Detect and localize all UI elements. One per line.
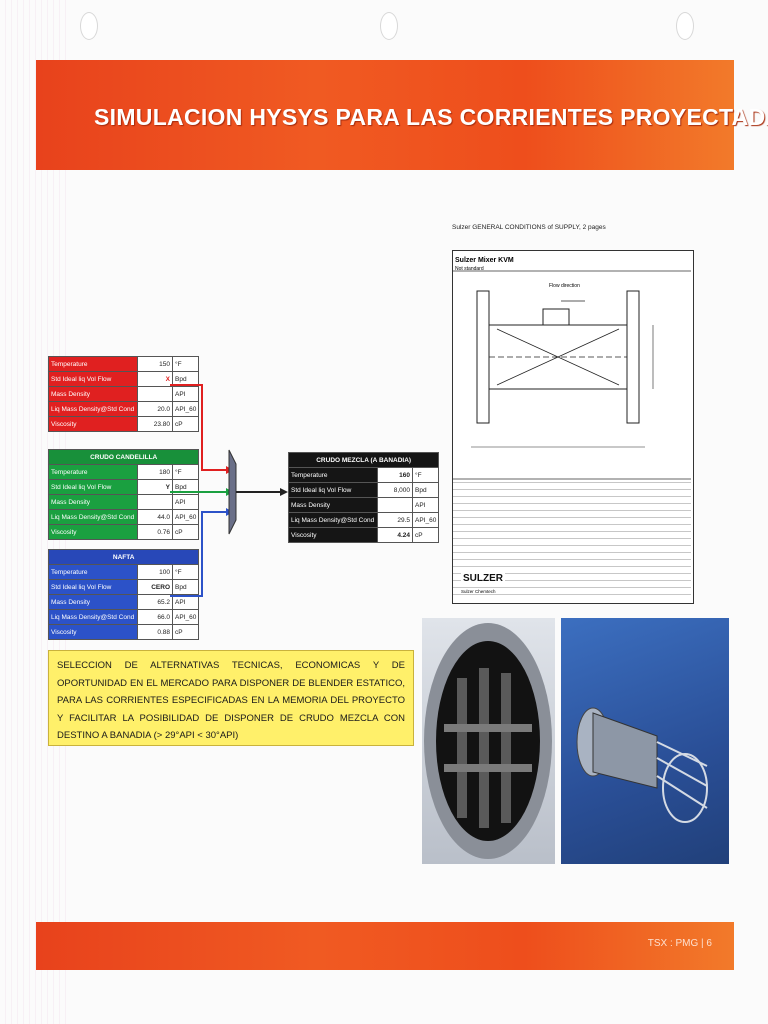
stream-value: 180	[137, 464, 173, 480]
binder-hole	[80, 12, 98, 40]
red-flow-line	[170, 384, 226, 471]
stream-label: Viscosity	[48, 524, 138, 540]
stream-unit: cP	[411, 527, 440, 543]
stream-value: 23.80	[137, 416, 173, 432]
stream-value: Y	[137, 479, 173, 495]
stream-label: Viscosity	[288, 527, 378, 543]
mixer-schematic	[453, 270, 691, 480]
stream-unit: Bpd	[411, 482, 440, 498]
mixer-element-illustration	[576, 707, 708, 823]
binder-hole	[380, 12, 398, 40]
stream-value: 0.88	[137, 624, 173, 640]
mixer-front-illustration	[424, 623, 552, 859]
stream-value: 150	[137, 356, 173, 372]
stream-unit: cP	[171, 524, 200, 540]
sulzer-subtitle: Sulzer Chemtech	[461, 589, 496, 594]
stream-value	[137, 494, 173, 510]
page-title: SIMULACION HYSYS PARA LAS CORRIENTES PRO…	[94, 104, 768, 130]
stream-unit: API_60	[171, 609, 200, 625]
stream-unit: API_60	[171, 401, 200, 417]
binder-hole	[676, 12, 694, 40]
stream-unit: API	[171, 494, 200, 510]
stream-unit: °F	[171, 464, 200, 480]
mixer-photo-front	[422, 618, 555, 864]
stream-value: 4.24	[377, 527, 413, 543]
stream-label: Liq Mass Density@Std Cond	[48, 401, 138, 417]
stream-header: CRUDO CANDELILLA	[47, 449, 200, 465]
stream-value: 44.0	[137, 509, 173, 525]
footer-banner: TSX : PMG | 6	[36, 922, 734, 970]
footer-page-label: TSX : PMG | 6	[647, 938, 712, 949]
mixer-photo-element	[561, 618, 729, 864]
stream-unit: API_60	[171, 509, 200, 525]
sulzer-logo: SULZER	[461, 573, 505, 584]
flow-direction-label: Flow direction	[549, 283, 580, 289]
stream-unit: cP	[171, 416, 200, 432]
stream-label: Viscosity	[48, 624, 138, 640]
stream-value: 0.76	[137, 524, 173, 540]
stream-label: Std Ideal liq Vol Flow	[288, 482, 378, 498]
stream-unit: API_60	[411, 512, 440, 528]
stream-value	[137, 386, 173, 402]
mix-arrow-head	[280, 488, 288, 496]
stream-row: Mass Density API	[48, 494, 200, 510]
drawing-title: Sulzer Mixer KVM	[455, 257, 514, 264]
mixer-symbol	[228, 449, 237, 535]
stream-value: 100	[137, 564, 173, 580]
stream-unit: Bpd	[171, 371, 200, 387]
blue-flow-line	[170, 511, 226, 597]
title-banner: SIMULACION HYSYS PARA LAS CORRIENTES PRO…	[36, 60, 768, 170]
stream-label: Mass Density	[48, 594, 138, 610]
stream-value: 29.5	[377, 512, 413, 528]
stream-unit: cP	[171, 624, 200, 640]
drawing-caption: Sulzer GENERAL CONDITIONS of SUPPLY, 2 p…	[452, 224, 606, 231]
stream-label: Viscosity	[48, 416, 138, 432]
stream-value: X	[137, 371, 173, 387]
selection-note: SELECCION DE ALTERNATIVAS TECNICAS, ECON…	[48, 650, 414, 746]
drawing-subtitle: Not standard	[455, 266, 484, 272]
stream-value: 66.0	[137, 609, 173, 625]
stream-header: CRUDO MEZCLA (A BANADIA)	[287, 452, 440, 468]
stream-label: Mass Density	[48, 494, 138, 510]
stream-label: Std Ideal liq Vol Flow	[48, 371, 138, 387]
sulzer-mixer-drawing: Sulzer Mixer KVM Not standard Flow direc…	[452, 250, 694, 604]
stream-header: NAFTA	[47, 549, 200, 565]
